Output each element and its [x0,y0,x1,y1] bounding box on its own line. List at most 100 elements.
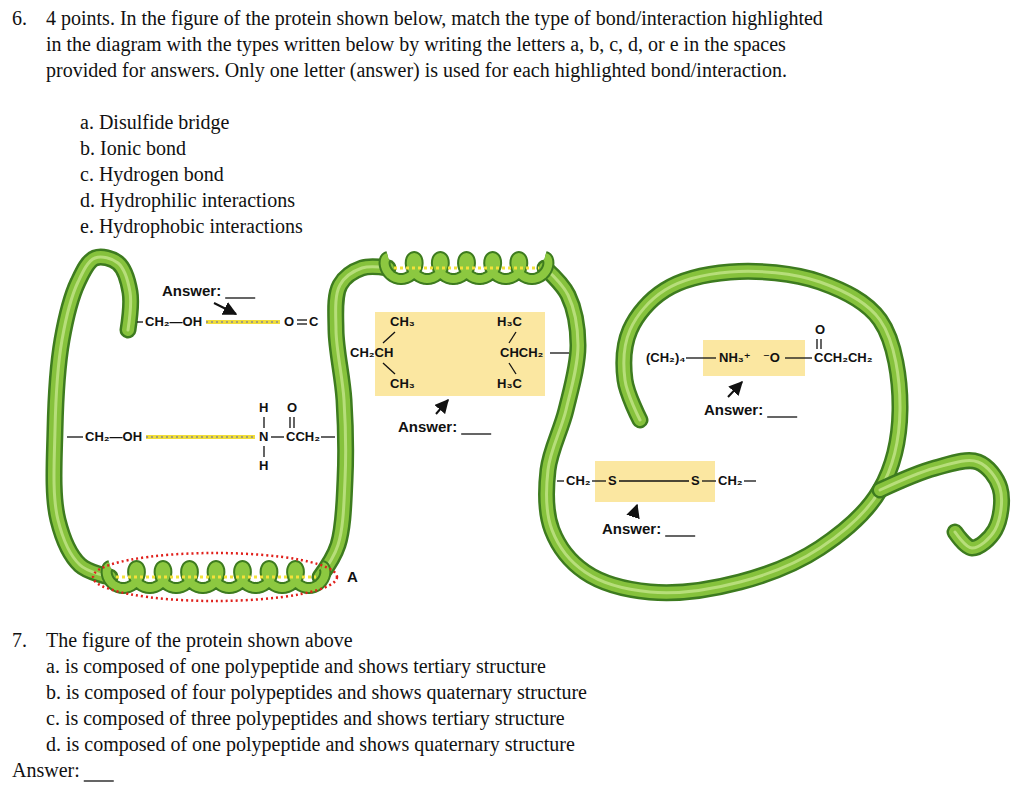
protein-ribbon [54,257,131,577]
answer-label: Answer: [602,520,661,538]
atom-symbol: O [815,322,825,338]
answer-option: c. Hydrogen bond [80,161,224,187]
alpha-helix [385,257,549,279]
protein-ribbon [545,268,900,593]
answer-label: Answer: [162,282,221,300]
region-marker: A [347,568,358,586]
bond-drawing [703,340,805,376]
bond-line [619,480,689,481]
protein-ribbon [880,461,1002,548]
chemical-group: CH₃ [390,314,415,330]
pointer-arrow [728,382,742,397]
atom-symbol: N [259,429,268,445]
bond-line [557,480,564,481]
question-text: 4 points. In the figure of the protein s… [46,5,836,83]
pointer-arrow [633,505,637,517]
answer-blank [767,416,797,417]
question-number: 7. [12,627,27,653]
highlight-ellipse [93,553,337,601]
bond-line [297,319,307,320]
bond-line [820,339,821,349]
chemical-group: NH₃⁺ [719,350,751,366]
answer-blank [84,780,114,781]
answer-blank [461,433,491,434]
atom-symbol: C [309,314,318,330]
protein-ribbon [54,257,131,577]
bond-line [271,436,284,437]
bond-line [592,480,606,481]
question-number: 6. [12,5,27,31]
bond-line [509,363,516,374]
chemical-group: CCH₂CH₂ [814,350,873,366]
answer-label: Answer: [398,418,457,436]
bond-line [383,332,395,343]
disulfide-highlight-box: SS [595,461,715,502]
chemical-group: CH₂CH [350,345,393,361]
bond-line [263,417,264,428]
alpha-helix [385,257,549,279]
atom-symbol: O [284,314,294,330]
alpha-helix [107,566,326,588]
protein-ribbon [54,257,131,577]
answer-option: e. Hydrophobic interactions [80,213,303,239]
bond-line [785,357,812,358]
bond-line [293,417,294,428]
atom-symbol: H [259,400,268,416]
chemical-group: CH₃ [390,376,415,392]
answer-option: d. Hydrophilic interactions [80,187,295,213]
chemical-group: (CH₂)₄ [646,350,685,366]
bond-line [702,480,716,481]
bond-line [509,332,516,343]
bond-line [263,446,264,457]
answer-option: c. is composed of three polypeptides and… [46,705,565,731]
atom-symbol: O [287,400,297,416]
bond-line [686,357,716,358]
answer-blank [225,297,255,298]
answer-blank [665,535,695,536]
helix-hydrogen-bonds [394,267,539,270]
chemical-group: H₃C [497,314,522,330]
ionic-highlight-box: NH₃⁺ ⁻O [703,340,805,376]
answer-option: a. is composed of one polypeptide and sh… [46,653,546,679]
chemical-group: ⁻O [763,350,780,366]
protein-ribbon [545,268,900,593]
protein-ribbon [880,461,1002,548]
hydrogen-bond-line [146,436,255,438]
atom-symbol: H [259,458,268,474]
chemical-group: S [691,473,700,489]
question-text: The figure of the protein shown above [46,627,353,653]
bond-line [383,363,395,374]
hydrogen-bond-line [206,321,280,323]
bond-line [297,323,307,324]
chemical-group: CHCH₂ [500,345,543,361]
chemical-group: CH₂—OH [85,429,142,445]
answer-option: b. is composed of four polypeptides and … [46,679,587,705]
answer-label: Answer: [704,401,763,419]
alpha-helix [107,566,326,588]
hydrogen-bond-line [146,435,255,439]
chemical-group: CH₂ [718,473,743,489]
chemical-group: CH₂ [566,473,591,489]
bond-line [816,339,817,349]
answer-option: b. Ionic bond [80,135,186,161]
protein-ribbon [880,461,1002,548]
hydrogen-bond-line [206,320,280,324]
answer-option: d. is composed of one polypeptide and sh… [46,731,575,757]
bond-line [289,417,290,428]
chemical-group: CCH₂ [286,429,320,445]
protein-ribbon [545,268,900,593]
chemical-group: H₃C [497,376,522,392]
helix-hydrogen-bonds [116,576,316,579]
chemical-group: S [608,473,617,489]
bond-line [321,436,335,437]
bond-line [744,480,756,481]
answer-label: Answer: [12,757,80,783]
pointer-arrow [436,400,448,414]
chemical-group: CH₂—OH [145,314,202,330]
bond-line [550,352,569,353]
answer-option: a. Disulfide bridge [80,109,229,135]
bond-line [67,436,83,437]
bond-line [137,321,143,322]
pointer-arrow [214,303,236,314]
